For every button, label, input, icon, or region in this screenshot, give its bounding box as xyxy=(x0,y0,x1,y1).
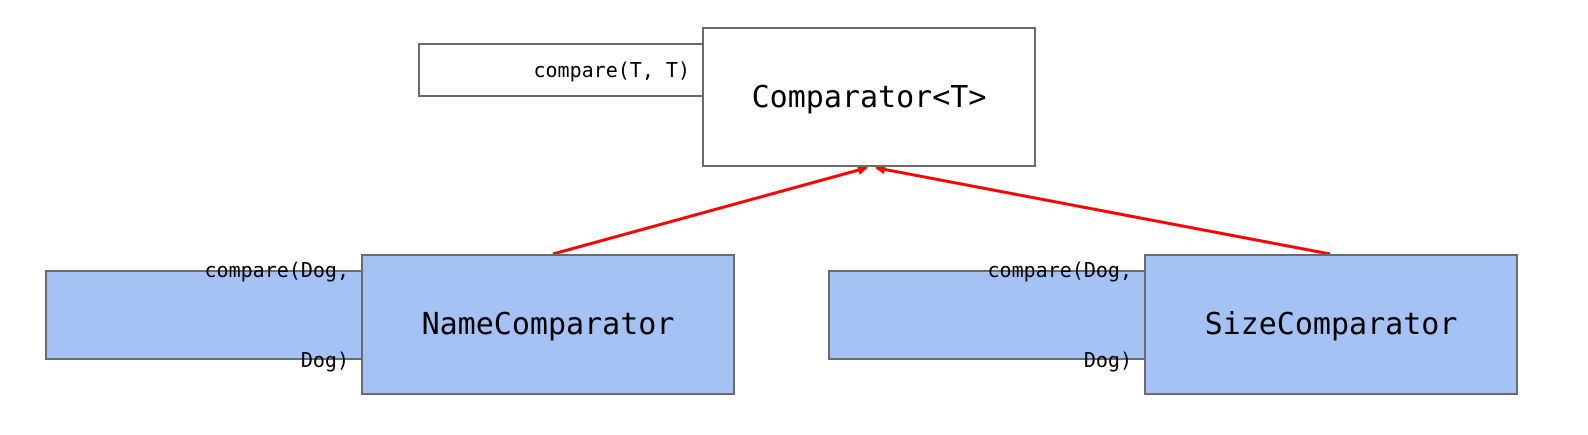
sizecomparator-class-box: SizeComparator xyxy=(1144,254,1518,395)
comparator-interface-box: Comparator<T> xyxy=(702,27,1036,167)
sizecomparator-method-line2: Dog) xyxy=(1083,348,1132,372)
sizecomparator-method-line1: compare(Dog, xyxy=(987,258,1133,282)
arrow-namecomparator-to-comparator xyxy=(552,165,868,256)
namecomparator-method-text: compare(Dog, Dog) xyxy=(205,195,350,435)
namecomparator-method-line2: Dog) xyxy=(300,348,349,372)
namecomparator-class-label: NameComparator xyxy=(421,307,675,342)
comparator-interface-label: Comparator<T> xyxy=(751,79,987,115)
sizecomparator-class-label: SizeComparator xyxy=(1204,307,1458,342)
comparator-method-label: compare(T, T) xyxy=(533,58,690,82)
namecomparator-class-box: NameComparator xyxy=(361,254,735,395)
namecomparator-method-line1: compare(Dog, xyxy=(204,258,350,282)
comparator-method-box: compare(T, T) xyxy=(418,43,704,97)
sizecomparator-method-text: compare(Dog, Dog) xyxy=(988,195,1133,435)
sizecomparator-method-box: compare(Dog, Dog) xyxy=(828,258,1146,372)
namecomparator-method-box: compare(Dog, Dog) xyxy=(45,258,363,372)
